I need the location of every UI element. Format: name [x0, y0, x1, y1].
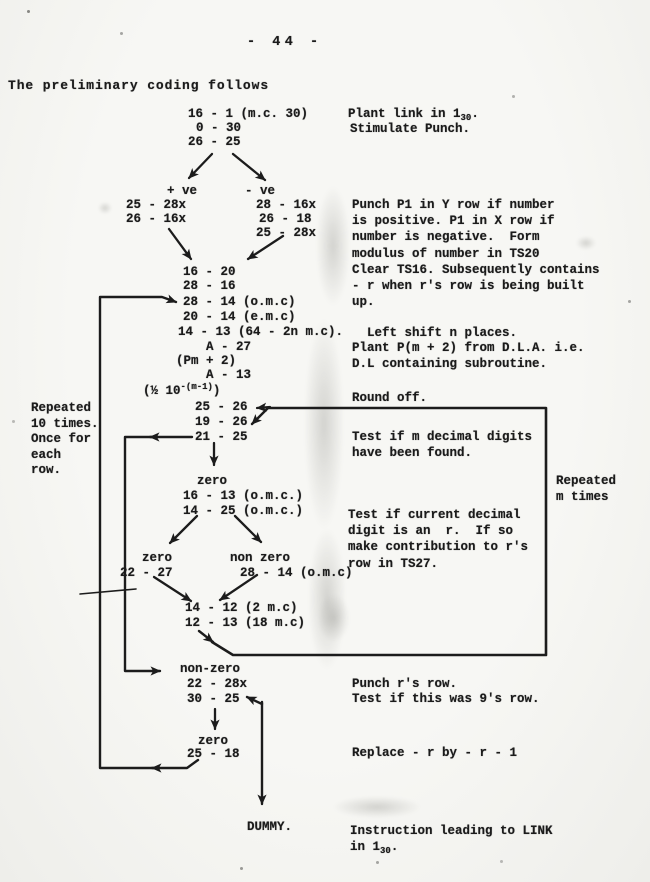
scan-speck — [27, 10, 30, 13]
outer-loop-line — [98, 294, 178, 770]
branch-label-positive: + ve — [167, 184, 198, 198]
code-line: 16 - 20 — [183, 265, 236, 279]
branch-label-zero: zero — [198, 734, 229, 748]
code-line: 25 - 28x — [256, 226, 317, 240]
code-line: 25 - 28x — [126, 198, 187, 212]
branch-label-non-zero: non-zero — [180, 662, 241, 676]
scan-artifact — [316, 186, 350, 306]
code-line: (Pm + 2) — [176, 354, 237, 368]
annotation-plant-p: Plant P(m + 2) from D.L.A. i.e. D.L cont… — [352, 341, 585, 371]
code-line: 28 - 14 (o.m.c) — [240, 566, 353, 580]
scan-artifact — [333, 796, 421, 818]
annotation-punch-p1: Punch P1 in Y row if number is positive.… — [352, 198, 600, 310]
dummy-label: DUMMY. — [247, 820, 293, 834]
intro-text: The preliminary coding follows — [8, 78, 270, 93]
annotation-plant-link: Plant link in 130. — [348, 107, 479, 126]
code-line: 16 - 1 (m.c. 30) — [188, 107, 309, 121]
code-line: 25 - 18 — [187, 747, 240, 761]
annotation-replace: Replace - r by - r - 1 — [352, 746, 518, 760]
code-line: 19 - 26 — [195, 415, 248, 429]
code-line: 25 - 26 — [195, 400, 248, 414]
branch-label-non-zero: non zero — [230, 551, 291, 565]
dummy-line-hook-arrow — [245, 695, 264, 706]
code-line: 0 - 30 — [196, 121, 242, 135]
code-line: A - 13 — [206, 368, 252, 382]
branch-label-zero: zero — [142, 551, 173, 565]
page-number: - 44 - — [247, 35, 323, 50]
branch-label-zero: zero — [197, 474, 228, 488]
code-line: 14 - 25 (o.m.c.) — [183, 504, 304, 518]
code-line: 12 - 13 (18 m.c) — [185, 616, 306, 630]
arrow-split-right — [231, 152, 267, 182]
branch-label-negative: - ve — [245, 184, 276, 198]
annotation-round-off: Round off. — [352, 391, 428, 405]
code-line: 22 - 28x — [187, 677, 248, 691]
side-note-repeat-10: Repeated 10 times. Once for each row. — [31, 401, 99, 478]
code-line: A - 27 — [206, 340, 252, 354]
annotation-test-m: Test if m decimal digits have been found… — [352, 430, 533, 461]
arrow-diverge-right — [233, 514, 263, 544]
side-note-repeat-m: Repeated m times — [556, 474, 617, 505]
arrow-diverge-left — [168, 514, 199, 545]
code-line: 21 - 25 — [195, 430, 248, 444]
code-line: 28 - 14 (o.m.c) — [183, 295, 296, 309]
subscript: 30 — [460, 113, 472, 123]
annotation-text: . — [390, 840, 399, 854]
code-line: 26 - 25 — [188, 135, 241, 149]
scan-artifact — [304, 318, 344, 530]
scan-artifact — [576, 236, 596, 250]
code-text: ) — [212, 384, 221, 398]
code-text: (½ 10 — [143, 384, 181, 398]
code-line: 20 - 14 (e.m.c) — [183, 310, 296, 324]
subscript: 30 — [380, 846, 391, 856]
code-line: 22 - 27 — [120, 566, 173, 580]
repeat-box-exit-chevron — [255, 402, 272, 412]
annotation-test-digit: Test if current decimal digit is an r. I… — [348, 508, 529, 571]
code-line: 30 - 25 — [187, 692, 240, 706]
arrow-split-left — [187, 152, 214, 180]
annotation-link-line1: Instruction leading to LINK — [350, 824, 553, 838]
code-line: 28 - 16 — [183, 279, 236, 293]
superscript: -(m-1) — [180, 382, 213, 392]
repeat-box-exit-arrow — [250, 406, 270, 426]
annotation-link-line2: in 130. — [350, 840, 398, 859]
scan-artifact — [318, 594, 350, 642]
annotation-punch-row: Punch r's row. Test if this was 9's row. — [352, 677, 540, 706]
code-line: 14 - 12 (2 m.c) — [185, 601, 298, 615]
annotation-stimulate: Stimulate Punch. — [350, 122, 471, 136]
code-line: 26 - 16x — [126, 212, 187, 226]
stray-tick — [79, 588, 137, 595]
arrow-converge-left — [152, 575, 193, 603]
code-line: 26 - 18 — [259, 212, 312, 226]
annotation-left-shift: Left shift n places. — [367, 326, 518, 340]
repeat-box-entry-arrow — [197, 629, 215, 644]
code-line: 16 - 13 (o.m.c.) — [183, 489, 304, 503]
annotation-text: . — [471, 107, 479, 121]
code-line: 28 - 16x — [256, 198, 317, 212]
scan-artifact — [98, 202, 112, 214]
annotation-text: in 1 — [350, 840, 381, 854]
code-line: 14 - 13 (64 - 2n m.c). — [178, 325, 344, 339]
annotation-text: Plant link in 1 — [348, 107, 461, 121]
code-line-fraction: (½ 10-(m-1)) — [143, 380, 220, 399]
arrow-merge-left — [167, 227, 193, 261]
